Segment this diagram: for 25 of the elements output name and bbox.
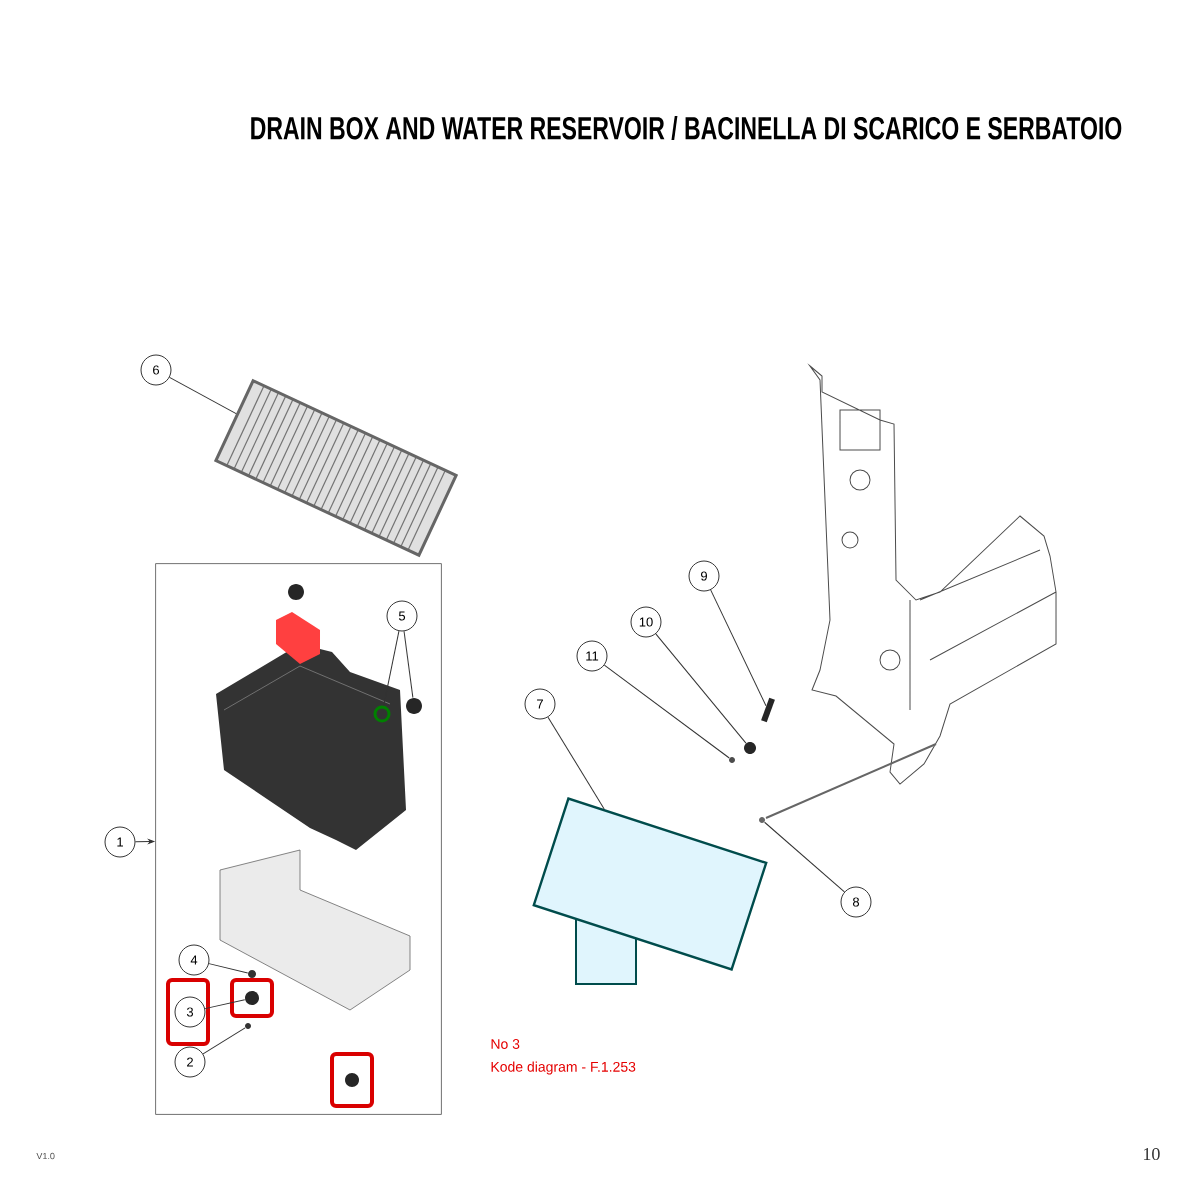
page-title: DRAIN BOX AND WATER RESERVOIR / BACINELLA DI SCARICO E SERBATOIO	[251, 116, 1122, 140]
leader-line	[603, 664, 730, 759]
leader-line	[204, 999, 246, 1010]
part-drawing	[245, 991, 259, 1005]
leader-line	[208, 963, 249, 974]
part-drawing	[248, 970, 256, 978]
page-number: 10	[1144, 1147, 1160, 1161]
leader-line	[169, 376, 237, 415]
leader-line	[547, 716, 605, 810]
leader-line	[655, 633, 747, 744]
part-drawing	[406, 698, 422, 714]
group-frame	[155, 563, 442, 1115]
leader-line	[403, 630, 414, 699]
part-drawing	[532, 797, 768, 971]
leader-line	[202, 1027, 246, 1055]
part-drawing	[729, 757, 735, 763]
part-drawing	[761, 697, 775, 723]
part-drawing	[759, 817, 765, 823]
leader-line	[383, 630, 400, 707]
part-drawing	[245, 1023, 251, 1029]
part-drawing	[744, 742, 756, 754]
part-drawing	[373, 705, 391, 723]
arrow	[134, 839, 155, 844]
leader-line	[764, 821, 845, 893]
leader-line	[710, 589, 767, 707]
